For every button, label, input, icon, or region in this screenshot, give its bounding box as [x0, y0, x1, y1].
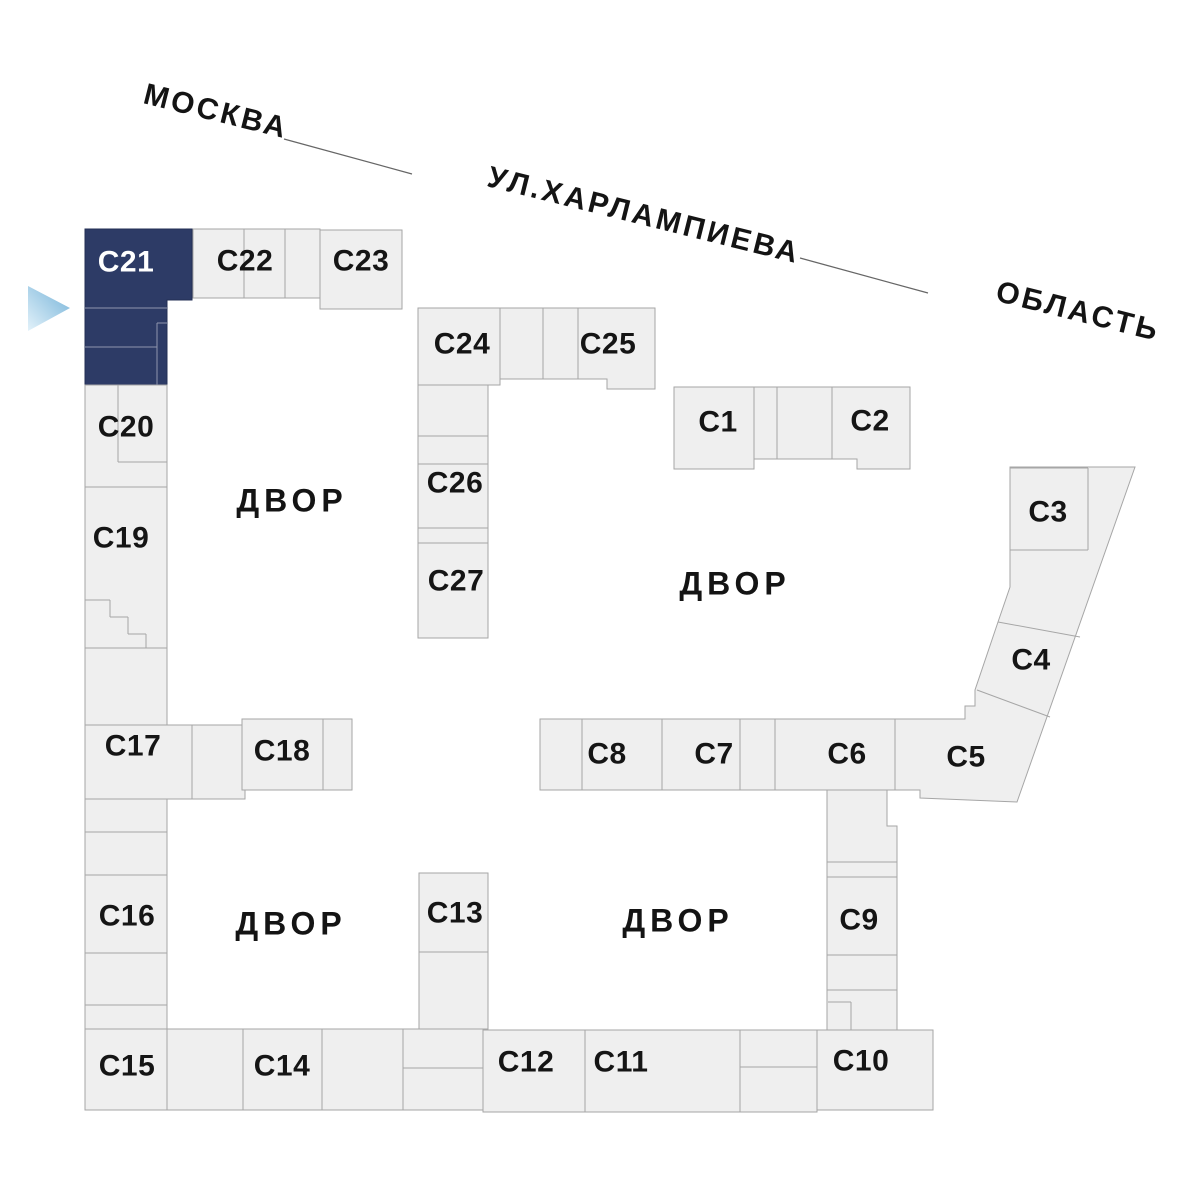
building-c17-right[interactable] — [191, 724, 246, 800]
building-c25[interactable] — [577, 307, 656, 390]
building-c6-stem[interactable] — [826, 789, 898, 863]
block-divider-line — [976, 689, 1051, 718]
building-c18-right[interactable] — [322, 718, 353, 791]
building-c27[interactable] — [417, 542, 489, 639]
building-mrow-2[interactable] — [739, 718, 776, 791]
building-c21[interactable] — [84, 228, 193, 386]
building-c18[interactable] — [241, 718, 324, 791]
building-c24[interactable] — [417, 307, 501, 386]
building-c13-foot[interactable] — [418, 951, 489, 1030]
street-connector-line — [799, 257, 929, 294]
building-trow-1[interactable] — [284, 228, 321, 299]
courtyard-label-4: ДВОР — [622, 902, 734, 939]
building-c7[interactable] — [661, 718, 741, 791]
buildings-layer — [84, 228, 1136, 1113]
building-c1[interactable] — [673, 386, 755, 470]
building-c14[interactable] — [242, 1028, 323, 1111]
building-col-1[interactable] — [417, 384, 489, 437]
building-rrow-1[interactable] — [753, 386, 778, 460]
building-brow-3[interactable] — [402, 1028, 484, 1111]
building-c15[interactable] — [84, 1028, 168, 1111]
building-trow-2[interactable] — [499, 307, 544, 380]
building-c16[interactable] — [84, 874, 168, 954]
building-c23[interactable] — [319, 229, 403, 310]
building-c22[interactable] — [192, 228, 286, 299]
building-col-2[interactable] — [417, 435, 489, 465]
building-c10[interactable] — [816, 1029, 934, 1111]
building-seg-l5[interactable] — [84, 1004, 168, 1030]
building-c9[interactable] — [826, 876, 898, 956]
street-connector-line — [283, 138, 413, 175]
building-c13[interactable] — [418, 872, 489, 953]
courtyard-label-2: ДВОР — [679, 565, 791, 602]
building-c2[interactable] — [831, 386, 911, 470]
building-mrow-1[interactable] — [539, 718, 583, 791]
building-c26[interactable] — [417, 463, 489, 529]
building-brow-4[interactable] — [739, 1029, 818, 1113]
building-c12[interactable] — [482, 1029, 586, 1113]
building-c9-seg2[interactable] — [826, 954, 898, 991]
building-seg-l2[interactable] — [84, 798, 168, 833]
building-seg-l1[interactable] — [84, 647, 168, 726]
building-brow-1[interactable] — [166, 1028, 244, 1111]
building-c9-seg3[interactable] — [826, 989, 898, 1031]
building-rrow-2[interactable] — [776, 386, 833, 460]
building-c8[interactable] — [581, 718, 663, 791]
building-c3-c4-c5-band[interactable] — [894, 466, 1136, 803]
building-c9-seg1[interactable] — [826, 861, 898, 878]
building-c19[interactable] — [84, 486, 168, 649]
courtyard-label-1: ДВОР — [236, 482, 348, 519]
courtyard-label-3: ДВОР — [235, 905, 347, 942]
building-c20[interactable] — [84, 384, 168, 488]
block-divider-line — [997, 621, 1081, 638]
building-c6[interactable] — [774, 718, 896, 791]
building-seg-l4[interactable] — [84, 952, 168, 1006]
location-arrow-icon — [28, 286, 70, 331]
street-lines-layer — [283, 138, 929, 294]
detail-lines-layer — [85, 229, 1089, 1069]
building-seg-l3[interactable] — [84, 831, 168, 876]
building-col-3[interactable] — [417, 527, 489, 544]
building-trow-3[interactable] — [542, 307, 579, 380]
building-c17[interactable] — [84, 724, 193, 800]
building-brow-2[interactable] — [321, 1028, 404, 1111]
building-c11[interactable] — [584, 1029, 741, 1113]
